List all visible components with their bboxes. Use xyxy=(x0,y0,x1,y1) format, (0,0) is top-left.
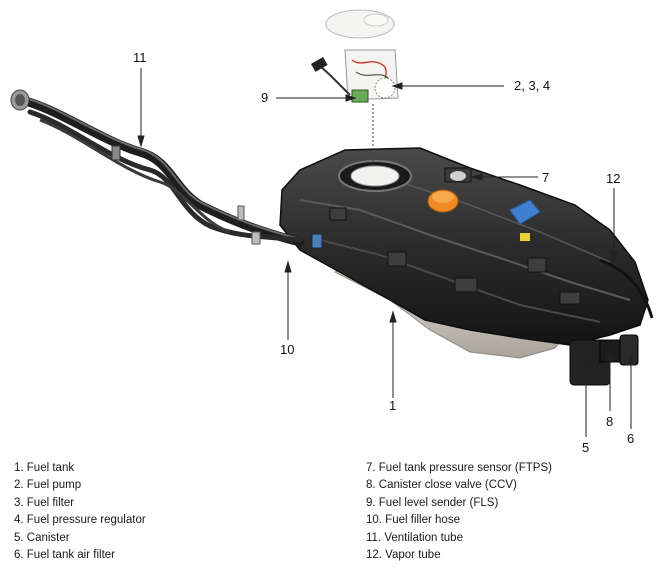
tank-ridge xyxy=(299,199,631,301)
tank-boss xyxy=(329,207,347,221)
filler-neck-inner xyxy=(15,94,25,106)
legend-item-vapor-tube: 12. Vapor tube xyxy=(366,549,441,562)
legend-right-column: 7. Fuel tank pressure sensor (FTPS) 8. C… xyxy=(366,460,552,564)
vapor-tube xyxy=(599,258,654,319)
fuel-level-arm xyxy=(319,65,351,96)
callout-12: 12 xyxy=(606,171,621,186)
legend-item-fuel-pressure-regulator: 4. Fuel pressure regulator xyxy=(14,514,146,527)
fuel-level-float xyxy=(310,57,328,72)
legend-item-ccv: 8. Canister close valve (CCV) xyxy=(366,479,517,492)
tank-boss xyxy=(454,277,478,293)
ventilation-tube-secondary xyxy=(39,118,231,234)
callout-6: 6 xyxy=(627,431,635,446)
callout-2-3-4: 2, 3, 4 xyxy=(514,78,551,93)
callout-8: 8 xyxy=(606,414,614,429)
fuel-system-illustration xyxy=(10,9,654,437)
tank-boss xyxy=(387,251,407,267)
fuel-level-sender xyxy=(351,89,369,103)
tank-boss xyxy=(527,257,547,273)
yellow-tag xyxy=(520,233,530,241)
pump-wiring xyxy=(355,71,389,79)
filler-hose xyxy=(17,95,305,247)
callout-1: 1 xyxy=(389,398,397,413)
legend-item-fuel-filter: 3. Fuel filter xyxy=(14,496,75,509)
hose-clamp xyxy=(111,145,121,161)
callout-11: 11 xyxy=(133,50,147,65)
pressure-sensor-dome xyxy=(450,171,466,181)
callout-7: 7 xyxy=(542,170,550,185)
legend-left-column: 1. Fuel tank 2. Fuel pump 3. Fuel filter… xyxy=(14,460,146,564)
callout-5: 5 xyxy=(582,440,590,455)
legend-item-fuel-filler-hose: 10. Fuel filler hose xyxy=(366,514,460,527)
legend-item-canister: 5. Canister xyxy=(14,531,70,544)
tank-boss xyxy=(559,291,581,305)
hose-clamp xyxy=(237,205,245,221)
ventilation-tube xyxy=(27,109,303,243)
legend-item-fuel-tank: 1. Fuel tank xyxy=(14,462,75,474)
pump-flange-opening xyxy=(350,165,400,187)
tank-ridge xyxy=(319,239,601,323)
hose-connector xyxy=(311,233,323,249)
legend-item-fuel-pump: 2. Fuel pump xyxy=(14,479,82,492)
callout-9: 9 xyxy=(261,90,269,105)
orange-cap-top xyxy=(432,191,454,203)
leader-lines xyxy=(137,68,635,437)
legend-item-fuel-tank-air-filter: 6. Fuel tank air filter xyxy=(14,549,115,562)
hose-clamp xyxy=(251,231,261,245)
blue-label xyxy=(509,199,541,225)
fuel-pressure-regulator xyxy=(374,77,396,99)
pump-top-flange-detail xyxy=(363,13,389,27)
legend-item-ftps: 7. Fuel tank pressure sensor (FTPS) xyxy=(366,462,552,474)
callout-10: 10 xyxy=(280,342,295,357)
filler-hose-highlight xyxy=(21,96,301,240)
legend-item-ventilation-tube: 11. Ventilation tube xyxy=(366,531,463,544)
legend-item-fls: 9. Fuel level sender (FLS) xyxy=(366,496,499,509)
